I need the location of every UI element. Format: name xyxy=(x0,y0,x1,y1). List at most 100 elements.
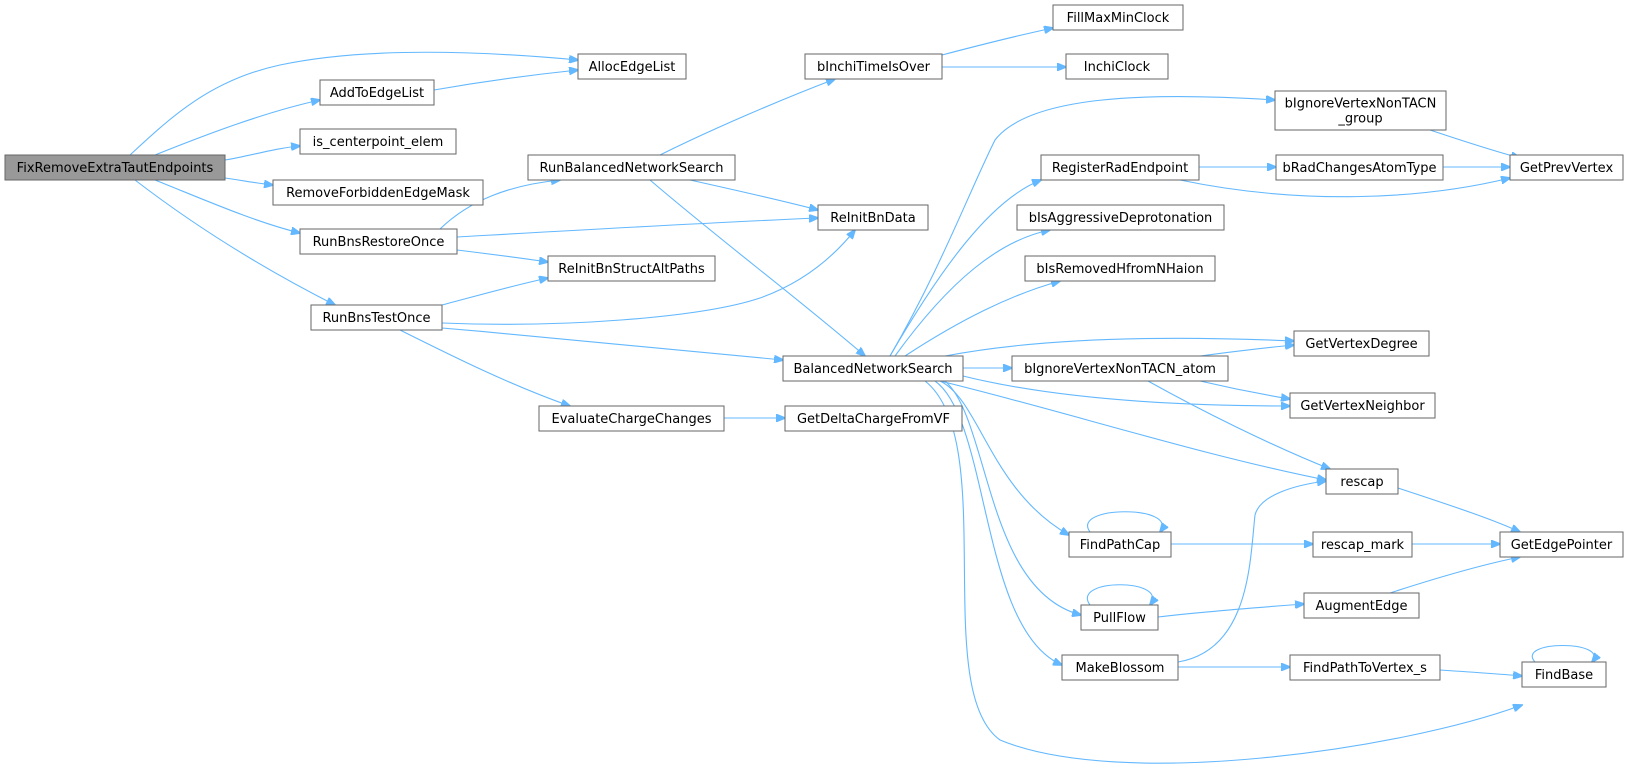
node-box xyxy=(1068,531,1172,558)
node-label: FillMaxMinClock xyxy=(1067,11,1170,26)
node-box xyxy=(577,53,687,80)
node-EvaluateChargeChanges[interactable]: EvaluateChargeChanges xyxy=(538,405,725,432)
node-RunBnsRestoreOnce[interactable]: RunBnsRestoreOnce xyxy=(299,228,458,255)
node-bIsAggressiveDeprotonation[interactable]: bIsAggressiveDeprotonation xyxy=(1016,204,1225,231)
edge-RunBalancedNetworkSearch-to-BalancedNetworkSearch xyxy=(649,179,865,356)
node-bInchiTimeIsOver[interactable]: bInchiTimeIsOver xyxy=(804,53,943,80)
node-InchiClock[interactable]: InchiClock xyxy=(1065,53,1169,80)
node-box xyxy=(1499,531,1624,558)
edge-RunBnsTestOnce-to-BalancedNetworkSearch xyxy=(441,327,783,360)
node-box xyxy=(272,179,484,206)
node-FindPathCap[interactable]: FindPathCap xyxy=(1068,531,1172,558)
node-BalancedNetworkSearch[interactable]: BalancedNetworkSearch xyxy=(782,355,964,382)
node-box xyxy=(1040,154,1200,181)
edge-RunBnsRestoreOnce-to-RunBalancedNetworkSearch xyxy=(439,180,560,230)
node-box xyxy=(310,304,443,331)
edge-PullFlow-to-AugmentEdge xyxy=(1157,604,1304,618)
node-label: BalancedNetworkSearch xyxy=(793,362,952,377)
edge-RunBnsRestoreOnce-to-ReInitBnData xyxy=(456,218,818,238)
node-AugmentEdge[interactable]: AugmentEdge xyxy=(1303,592,1420,619)
node-box xyxy=(4,154,226,181)
edge-BalancedNetworkSearch-to-bIsAggressiveDeprotonation xyxy=(894,230,1050,357)
node-RegisterRadEndpoint[interactable]: RegisterRadEndpoint xyxy=(1040,154,1200,181)
node-label: bIgnoreVertexNonTACN xyxy=(1285,97,1437,112)
edge-BalancedNetworkSearch-to-GetVertexDegree xyxy=(944,338,1294,357)
node-is_centerpoint_elem[interactable]: is_centerpoint_elem xyxy=(299,128,457,155)
edge-BalancedNetworkSearch-to-FindBase xyxy=(924,380,1522,764)
node-ReInitBnStructAltPaths[interactable]: ReInitBnStructAltPaths xyxy=(547,255,716,282)
node-box xyxy=(817,204,929,231)
node-label: MakeBlossom xyxy=(1076,661,1165,676)
node-FixRemoveExtraTautEndpoints[interactable]: FixRemoveExtraTautEndpoints xyxy=(4,154,226,181)
node-GetVertexDegree[interactable]: GetVertexDegree xyxy=(1293,330,1430,357)
node-bIgnoreVertexNonTACN_atom[interactable]: bIgnoreVertexNonTACN_atom xyxy=(1011,355,1229,382)
node-label: ReInitBnData xyxy=(830,211,915,226)
edge-RunBnsTestOnce-to-ReInitBnData xyxy=(441,230,855,325)
node-label: FindBase xyxy=(1535,668,1593,683)
node-box xyxy=(527,154,736,181)
edge-bInchiTimeIsOver-to-FillMaxMinClock xyxy=(941,28,1053,56)
edge-FindPathToVertex_s-to-FindBase xyxy=(1439,669,1522,676)
node-box xyxy=(784,405,963,432)
node-GetEdgePointer[interactable]: GetEdgePointer xyxy=(1499,531,1624,558)
node-AddToEdgeList[interactable]: AddToEdgeList xyxy=(319,79,435,106)
node-FindBase[interactable]: FindBase xyxy=(1521,661,1607,688)
node-label: rescap_mark xyxy=(1321,538,1405,553)
node-FindPathToVertex_s[interactable]: FindPathToVertex_s xyxy=(1289,654,1441,681)
node-box xyxy=(1521,661,1607,688)
node-label: is_centerpoint_elem xyxy=(313,135,444,150)
node-label: bIsAggressiveDeprotonation xyxy=(1029,211,1213,226)
node-box xyxy=(1275,154,1444,181)
node-AllocEdgeList[interactable]: AllocEdgeList xyxy=(577,53,687,80)
edge-FixRemoveExtraTautEndpoints-to-AllocEdgeList xyxy=(129,51,578,156)
node-box xyxy=(547,255,716,282)
node-GetVertexNeighbor[interactable]: GetVertexNeighbor xyxy=(1289,392,1436,419)
node-RunBnsTestOnce[interactable]: RunBnsTestOnce xyxy=(310,304,443,331)
edge-BalancedNetworkSearch-to-GetVertexNeighbor xyxy=(962,375,1290,406)
edge-RunBalancedNetworkSearch-to-ReInitBnData xyxy=(689,179,818,210)
edge-AddToEdgeList-to-AllocEdgeList xyxy=(433,70,578,91)
node-box xyxy=(1303,592,1420,619)
node-label: FindPathCap xyxy=(1080,538,1161,553)
edge-bIgnoreVertexNonTACN_atom-to-rescap xyxy=(1147,380,1330,469)
node-box xyxy=(1080,604,1159,631)
edge-RunBnsTestOnce-to-EvaluateChargeChanges xyxy=(399,329,570,406)
node-FillMaxMinClock[interactable]: FillMaxMinClock xyxy=(1052,4,1184,31)
node-GetDeltaChargeFromVF[interactable]: GetDeltaChargeFromVF xyxy=(784,405,963,432)
node-box xyxy=(1061,654,1179,681)
node-box xyxy=(1289,392,1436,419)
node-box xyxy=(1052,4,1184,31)
node-box xyxy=(1024,255,1216,282)
node-label: RunBnsRestoreOnce xyxy=(313,235,445,250)
node-box xyxy=(1011,355,1229,382)
node-bIgnoreVertexNonTACN_group[interactable]: bIgnoreVertexNonTACN_group xyxy=(1274,90,1447,131)
node-box xyxy=(299,228,458,255)
node-label: GetVertexNeighbor xyxy=(1300,399,1425,414)
node-label: RunBalancedNetworkSearch xyxy=(540,161,724,176)
edge-FixRemoveExtraTautEndpoints-to-AddToEdgeList xyxy=(154,100,320,156)
node-label: AugmentEdge xyxy=(1315,599,1407,614)
edge-FindBase-to-FindBase xyxy=(1531,645,1594,663)
node-bIsRemovedHfromNHaion[interactable]: bIsRemovedHfromNHaion xyxy=(1024,255,1216,282)
node-rescap[interactable]: rescap xyxy=(1325,468,1399,495)
edge-RunBalancedNetworkSearch-to-bInchiTimeIsOver xyxy=(659,79,835,156)
node-label: EvaluateChargeChanges xyxy=(552,412,712,427)
node-rescap_mark[interactable]: rescap_mark xyxy=(1312,531,1413,558)
node-box xyxy=(1016,204,1225,231)
node-bRadChangesAtomType[interactable]: bRadChangesAtomType xyxy=(1275,154,1444,181)
edge-RunBnsRestoreOnce-to-ReInitBnStructAltPaths xyxy=(456,249,548,262)
edge-rescap-to-GetEdgePointer xyxy=(1397,487,1520,532)
node-RunBalancedNetworkSearch[interactable]: RunBalancedNetworkSearch xyxy=(527,154,736,181)
node-MakeBlossom[interactable]: MakeBlossom xyxy=(1061,654,1179,681)
node-box xyxy=(1312,531,1413,558)
node-RemoveForbiddenEdgeMask[interactable]: RemoveForbiddenEdgeMask xyxy=(272,179,484,206)
edge-bIgnoreVertexNonTACN_atom-to-GetVertexDegree xyxy=(1199,345,1294,357)
node-ReInitBnData[interactable]: ReInitBnData xyxy=(817,204,929,231)
node-label: bIgnoreVertexNonTACN_atom xyxy=(1024,362,1216,377)
node-GetPrevVertex[interactable]: GetPrevVertex xyxy=(1509,154,1624,181)
edge-BalancedNetworkSearch-to-PullFlow xyxy=(944,380,1081,615)
edge-RunBnsTestOnce-to-ReInitBnStructAltPaths xyxy=(441,278,548,306)
node-PullFlow[interactable]: PullFlow xyxy=(1080,604,1159,631)
node-box xyxy=(1325,468,1399,495)
